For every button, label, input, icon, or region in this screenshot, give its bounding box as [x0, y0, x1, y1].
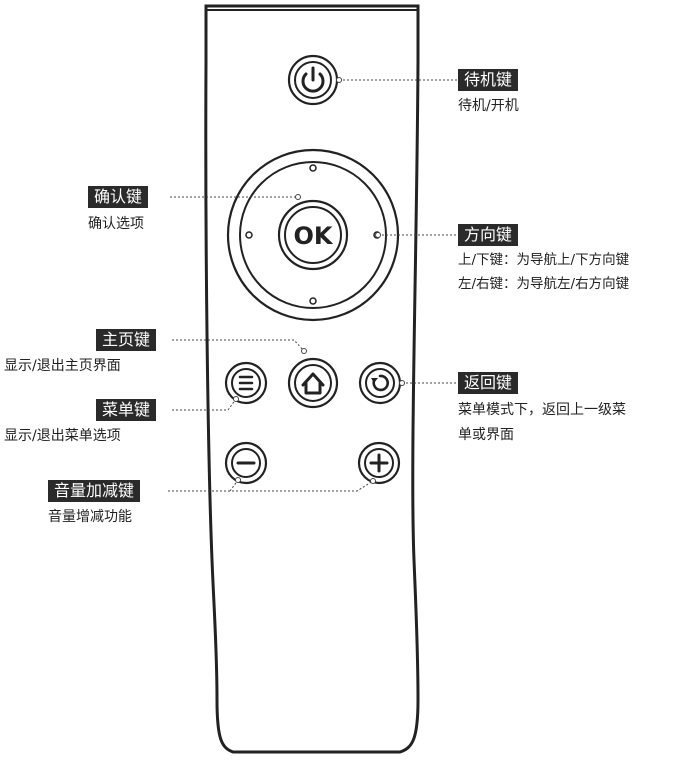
- plus-icon: [369, 453, 389, 473]
- home-icon: [301, 372, 325, 395]
- dpad-down-dot[interactable]: [309, 297, 317, 305]
- dpad-up-dot[interactable]: [309, 164, 317, 172]
- standby-key-desc: 待机/开机: [458, 98, 519, 114]
- home-key-desc: 显示/退出主页界面: [4, 358, 121, 374]
- leader-dots: [233, 77, 405, 484]
- power-button[interactable]: [287, 54, 339, 106]
- volume-key-desc: 音量增减功能: [48, 509, 132, 525]
- leader-volume: [168, 480, 374, 492]
- leader-dot-volume-plus: [370, 478, 376, 484]
- confirm-key-desc: 确认选项: [88, 216, 144, 232]
- home-key-tag: 主页键: [96, 329, 157, 351]
- leader-dot-confirm: [295, 194, 301, 200]
- home-button[interactable]: [287, 357, 339, 409]
- back-key-desc-1: 菜单模式下，返回上一级菜: [458, 402, 626, 418]
- volume-key-tag: 音量加减键: [48, 480, 141, 502]
- ok-button[interactable]: OK: [277, 199, 349, 271]
- leader-dot-back: [399, 380, 405, 386]
- direction-key-desc-1: 上/下键：为导航上/下方向键: [458, 252, 630, 268]
- back-key-desc-2: 单或界面: [458, 427, 514, 443]
- menu-key-desc: 显示/退出菜单选项: [4, 428, 121, 444]
- volume-down-button[interactable]: [224, 441, 268, 485]
- confirm-key-tag: 确认键: [88, 186, 149, 208]
- leader-dot-direction: [375, 232, 381, 238]
- direction-key-desc-2: 左/右键：为导航左/右方向键: [458, 276, 630, 292]
- back-key-tag: 返回键: [458, 372, 519, 394]
- leader-dot-volume-minus: [235, 477, 241, 483]
- volume-up-button[interactable]: [357, 441, 401, 485]
- standby-key-tag: 待机键: [458, 69, 519, 91]
- back-arrow-icon: [371, 374, 389, 392]
- menu-button[interactable]: [224, 361, 268, 405]
- leader-dot-menu: [233, 396, 239, 402]
- leader-menu: [172, 398, 237, 411]
- direction-key-tag: 方向键: [458, 224, 519, 246]
- power-icon: [301, 66, 325, 93]
- back-button[interactable]: [358, 361, 402, 405]
- leader-dot-home: [301, 348, 307, 354]
- leader-lines: [168, 79, 458, 492]
- ok-label: OK: [294, 222, 334, 250]
- leader-home: [172, 339, 305, 352]
- menu-icon: [238, 375, 254, 391]
- menu-key-tag: 菜单键: [96, 399, 157, 421]
- dpad-left-dot[interactable]: [245, 231, 253, 239]
- leader-dot-standby: [336, 77, 342, 83]
